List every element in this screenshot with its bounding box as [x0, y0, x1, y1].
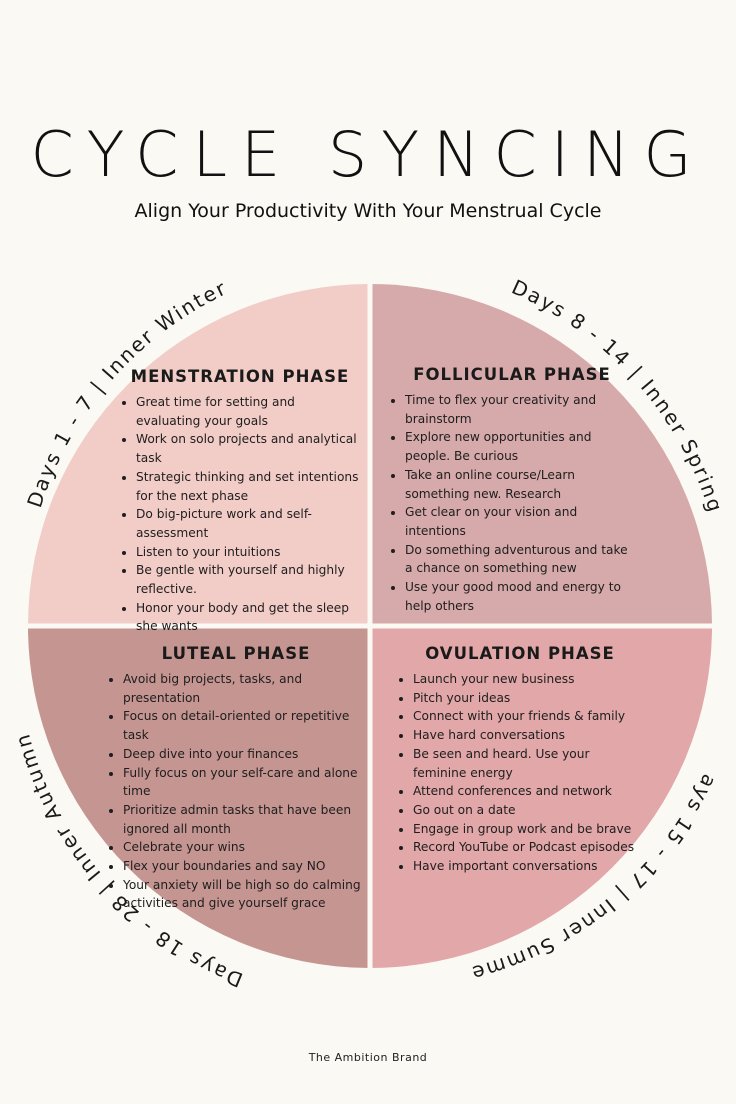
follicular-phase-title: FOLLICULAR PHASE	[413, 365, 611, 384]
menstration-phase: MENSTRATION PHASE Great time for setting…	[118, 367, 362, 636]
brand-footer: The Ambition Brand	[308, 1051, 428, 1064]
list-item: Prioritize admin tasks that have been ig…	[123, 801, 367, 838]
list-item: Engage in group work and be brave	[413, 820, 645, 839]
ovulation-phase-title: OVULATION PHASE	[425, 644, 615, 663]
page-title: CYCLE SYNCING	[30, 118, 706, 191]
list-item: Attend conferences and network	[413, 782, 645, 801]
list-item: Explore new opportunities and people. Be…	[405, 428, 637, 465]
list-item: Have hard conversations	[413, 726, 645, 745]
menstration-phase-list: Great time for setting and evaluating yo…	[118, 393, 362, 636]
list-item: Deep dive into your finances	[123, 745, 367, 764]
list-item: Be gentle with yourself and highly refle…	[136, 561, 362, 598]
list-item: Listen to your intuitions	[136, 543, 362, 562]
luteal-phase-title: LUTEAL PHASE	[161, 644, 311, 663]
luteal-phase: LUTEAL PHASE Avoid big projects, tasks, …	[105, 644, 367, 913]
list-item: Use your good mood and energy to help ot…	[405, 578, 637, 615]
list-item: Have important conversations	[413, 857, 645, 876]
list-item: Go out on a date	[413, 801, 645, 820]
list-item: Focus on detail-oriented or repetitive t…	[123, 707, 367, 744]
list-item: Pitch your ideas	[413, 689, 645, 708]
list-item: Avoid big projects, tasks, and presentat…	[123, 670, 367, 707]
list-item: Your anxiety will be high so do calming …	[123, 876, 367, 913]
menstration-phase-title: MENSTRATION PHASE	[130, 367, 350, 386]
follicular-phase-list: Time to flex your creativity and brainst…	[387, 391, 637, 615]
list-item: Take an online course/Learn something ne…	[405, 466, 637, 503]
page-subtitle: Align Your Productivity With Your Menstr…	[134, 200, 602, 222]
list-item: Celebrate your wins	[123, 838, 367, 857]
list-item: Honor your body and get the sleep she wa…	[136, 599, 362, 636]
list-item: Fully focus on your self-care and alone …	[123, 764, 367, 801]
ovulation-phase-list: Launch your new businessPitch your ideas…	[395, 670, 645, 876]
list-item: Get clear on your vision and intentions	[405, 503, 637, 540]
list-item: Work on solo projects and analytical tas…	[136, 430, 362, 467]
list-item: Be seen and heard. Use your feminine ene…	[413, 745, 645, 782]
list-item: Flex your boundaries and say NO	[123, 857, 367, 876]
ovulation-phase: OVULATION PHASE Launch your new business…	[395, 644, 645, 876]
luteal-phase-list: Avoid big projects, tasks, and presentat…	[105, 670, 367, 913]
list-item: Do something adventurous and take a chan…	[405, 541, 637, 578]
list-item: Do big-picture work and self-assessment	[136, 505, 362, 542]
list-item: Time to flex your creativity and brainst…	[405, 391, 637, 428]
list-item: Record YouTube or Podcast episodes	[413, 838, 645, 857]
list-item: Great time for setting and evaluating yo…	[136, 393, 362, 430]
list-item: Connect with your friends & family	[413, 707, 645, 726]
follicular-phase: FOLLICULAR PHASE Time to flex your creat…	[387, 365, 637, 615]
list-item: Launch your new business	[413, 670, 645, 689]
list-item: Strategic thinking and set intentions fo…	[136, 468, 362, 505]
